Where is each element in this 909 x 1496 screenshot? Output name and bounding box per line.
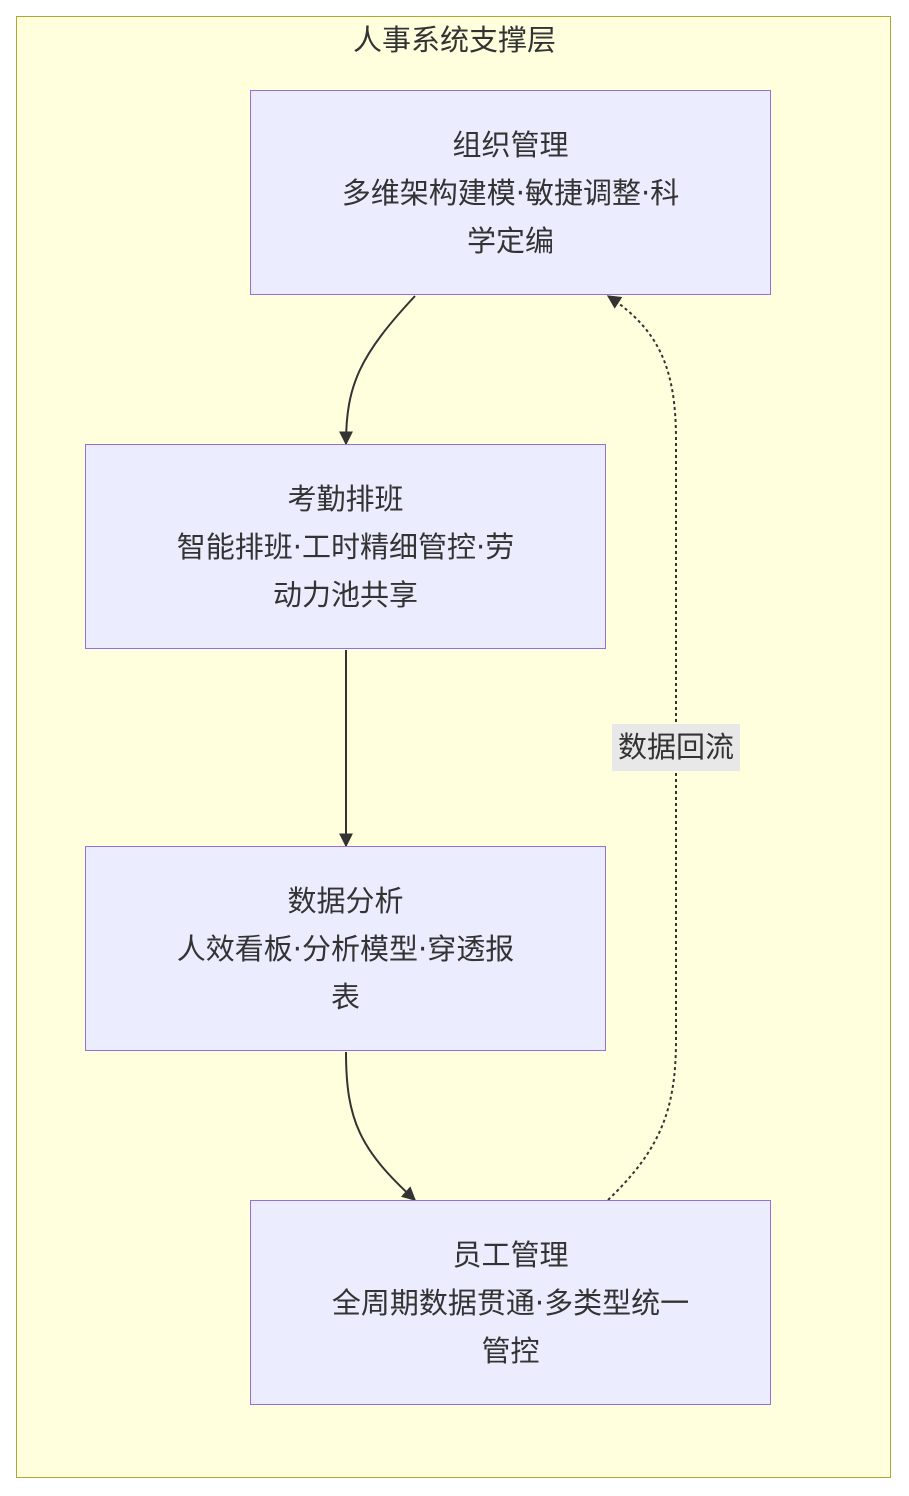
node-analytics-line2: 表 [330, 979, 360, 1014]
node-employee-management[interactable]: 员工管理 全周期数据贯通·多类型统一 管控 [250, 1200, 771, 1405]
node-attendance-text: 考勤排班 智能排班·工时精细管控·劳 动力池共享 [146, 475, 546, 619]
node-attendance-scheduling[interactable]: 考勤排班 智能排班·工时精细管控·劳 动力池共享 [85, 444, 606, 649]
node-analytics-title: 数据分析 [287, 883, 404, 918]
edge-org-to-attendance [339, 295, 416, 446]
node-employee-title: 员工管理 [452, 1237, 569, 1272]
edge-employee-to-org-feedback [606, 295, 677, 1201]
cluster-title: 人事系统支撑层 [352, 23, 556, 57]
edge-analytics-to-employee [345, 1051, 417, 1201]
node-org-line1: 多维架构建模·敏捷调整·科 [341, 175, 680, 210]
node-employee-text: 员工管理 全周期数据贯通·多类型统一 管控 [311, 1231, 711, 1375]
node-org-management[interactable]: 组织管理 多维架构建模·敏捷调整·科 学定编 [250, 90, 771, 295]
node-employee-line2: 管控 [481, 1333, 540, 1368]
node-data-analytics[interactable]: 数据分析 人效看板·分析模型·穿透报 表 [85, 846, 606, 1051]
node-org-line2: 学定编 [466, 223, 554, 258]
node-attendance-title: 考勤排班 [287, 481, 404, 516]
node-attendance-line2: 动力池共享 [272, 577, 418, 612]
node-employee-line1: 全周期数据贯通·多类型统一 [331, 1285, 690, 1320]
node-org-text: 组织管理 多维架构建模·敏捷调整·科 学定编 [311, 121, 711, 265]
node-attendance-line1: 智能排班·工时精细管控·劳 [176, 529, 515, 564]
node-analytics-text: 数据分析 人效看板·分析模型·穿透报 表 [146, 877, 546, 1021]
node-analytics-line1: 人效看板·分析模型·穿透报 [176, 931, 515, 966]
feedback-edge-label: 数据回流 [612, 724, 740, 771]
node-org-title: 组织管理 [452, 127, 569, 162]
